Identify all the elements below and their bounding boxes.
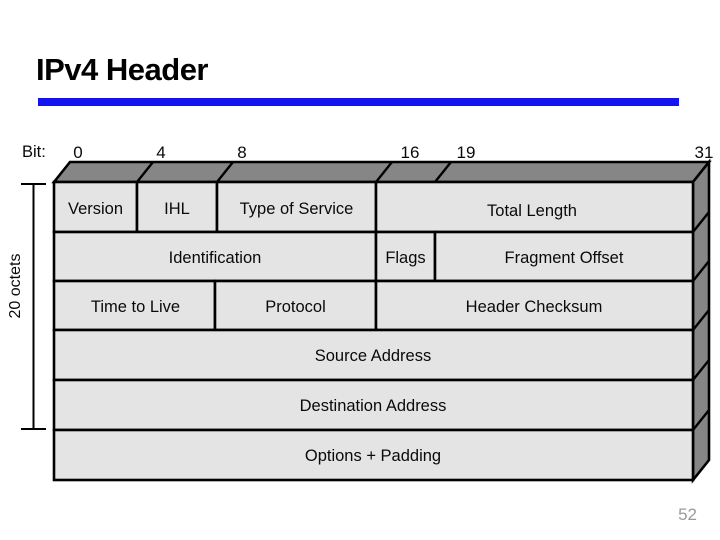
bit-tick-4: 4	[156, 143, 165, 162]
title-underline	[38, 98, 679, 106]
field-label-total-length: Total Length	[487, 202, 577, 220]
field-label-source-address: Source Address	[315, 347, 431, 365]
field-cell-options-padding	[52, 428, 695, 482]
field-cell-total-length	[374, 180, 695, 234]
field-cell-type-of-service	[215, 180, 378, 234]
depth-diagonal-row5	[692, 409, 710, 431]
bit-tick-16: 16	[401, 143, 420, 162]
page-number: 52	[678, 505, 697, 524]
depth-diagonal-bit4	[136, 161, 154, 183]
field-label-options-padding: Options + Padding	[305, 447, 441, 465]
bit-tick-0: 0	[73, 143, 82, 162]
field-cell-source-address	[52, 328, 695, 382]
field-label-fragment-offset: Fragment Offset	[505, 249, 624, 267]
depth-diagonal-bit19	[434, 161, 452, 183]
depth-diagonal-row3	[692, 309, 710, 331]
depth-diagonal-bit8	[216, 161, 234, 183]
field-label-header-checksum: Header Checksum	[466, 298, 603, 316]
field-label-identification: Identification	[169, 249, 262, 267]
octet-bracket-label: 20 octets	[7, 254, 24, 319]
depth-diagonal-row2	[692, 260, 710, 282]
depth-diagonal-bit16	[375, 161, 393, 183]
field-label-time-to-live: Time to Live	[91, 298, 180, 316]
slide-title: IPv4 Header	[36, 52, 209, 87]
depth-diagonal-row1	[692, 211, 710, 233]
field-cell-header-checksum	[374, 279, 695, 332]
field-label-protocol: Protocol	[265, 298, 326, 316]
bit-tick-8: 8	[237, 143, 246, 162]
octet-bracket	[21, 183, 46, 430]
field-label-type-of-service: Type of Service	[240, 200, 354, 218]
field-label-version: Version	[68, 200, 123, 218]
bit-tick-31: 31	[695, 143, 714, 162]
depth-top-face	[51, 160, 712, 184]
depth-diagonal-row4	[692, 359, 710, 381]
bit-tick-19: 19	[457, 143, 476, 162]
bit-axis-label: Bit:	[22, 143, 46, 161]
field-cell-version	[52, 180, 139, 234]
field-cell-destination-address	[52, 378, 695, 432]
field-label-destination-address: Destination Address	[300, 397, 447, 415]
field-label-ihl: IHL	[164, 200, 190, 218]
field-label-flags: Flags	[385, 249, 425, 267]
